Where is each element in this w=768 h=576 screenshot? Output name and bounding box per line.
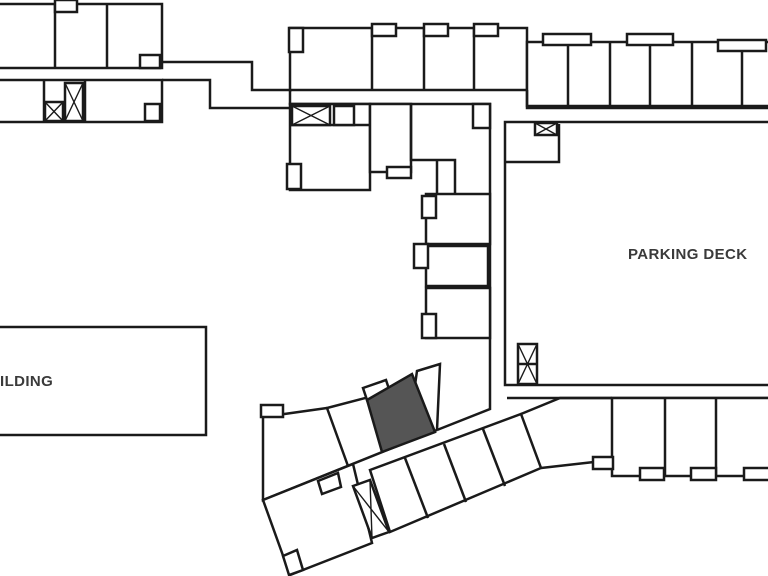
room[interactable] [610,396,768,478]
room-tab [625,32,675,47]
room-tab [332,104,356,127]
room-tab [422,22,450,38]
bottom-right-rooms [591,396,768,482]
room-tab [53,0,79,14]
room-tab [287,26,305,54]
room-tab [138,53,162,70]
room-tab [412,242,430,270]
room-tab [471,102,492,130]
room-tab [316,471,343,496]
lower-left-wing [259,362,442,502]
room-tab [420,312,438,340]
top-right-wing [525,32,768,108]
left-building [0,325,208,437]
building-outline[interactable] [0,325,208,437]
room[interactable] [0,2,164,70]
room-tab [591,455,615,471]
bottom-wing [261,396,612,576]
building-label: ILDING [0,373,54,390]
room-tab [420,194,438,220]
selected-unit[interactable] [365,372,437,454]
room[interactable] [424,244,490,288]
room-tab [472,22,500,38]
top-left-wing [0,0,292,124]
room-tab [689,466,718,482]
parking-deck [505,121,561,386]
room-tab [281,548,305,576]
parking-deck-label: PARKING DECK [628,246,748,263]
top-center-wing [287,22,529,92]
room-tab [143,102,162,123]
room-tab [285,162,303,191]
room-tab [541,32,593,47]
room[interactable] [368,102,413,174]
room-tab [385,165,413,180]
room[interactable] [288,26,529,92]
room[interactable] [261,462,374,576]
room-tab [370,22,398,38]
room-tab [742,466,768,482]
central-cluster [285,102,492,340]
room-tab [259,403,285,419]
room-tab [638,466,666,482]
room-tab [716,38,768,53]
